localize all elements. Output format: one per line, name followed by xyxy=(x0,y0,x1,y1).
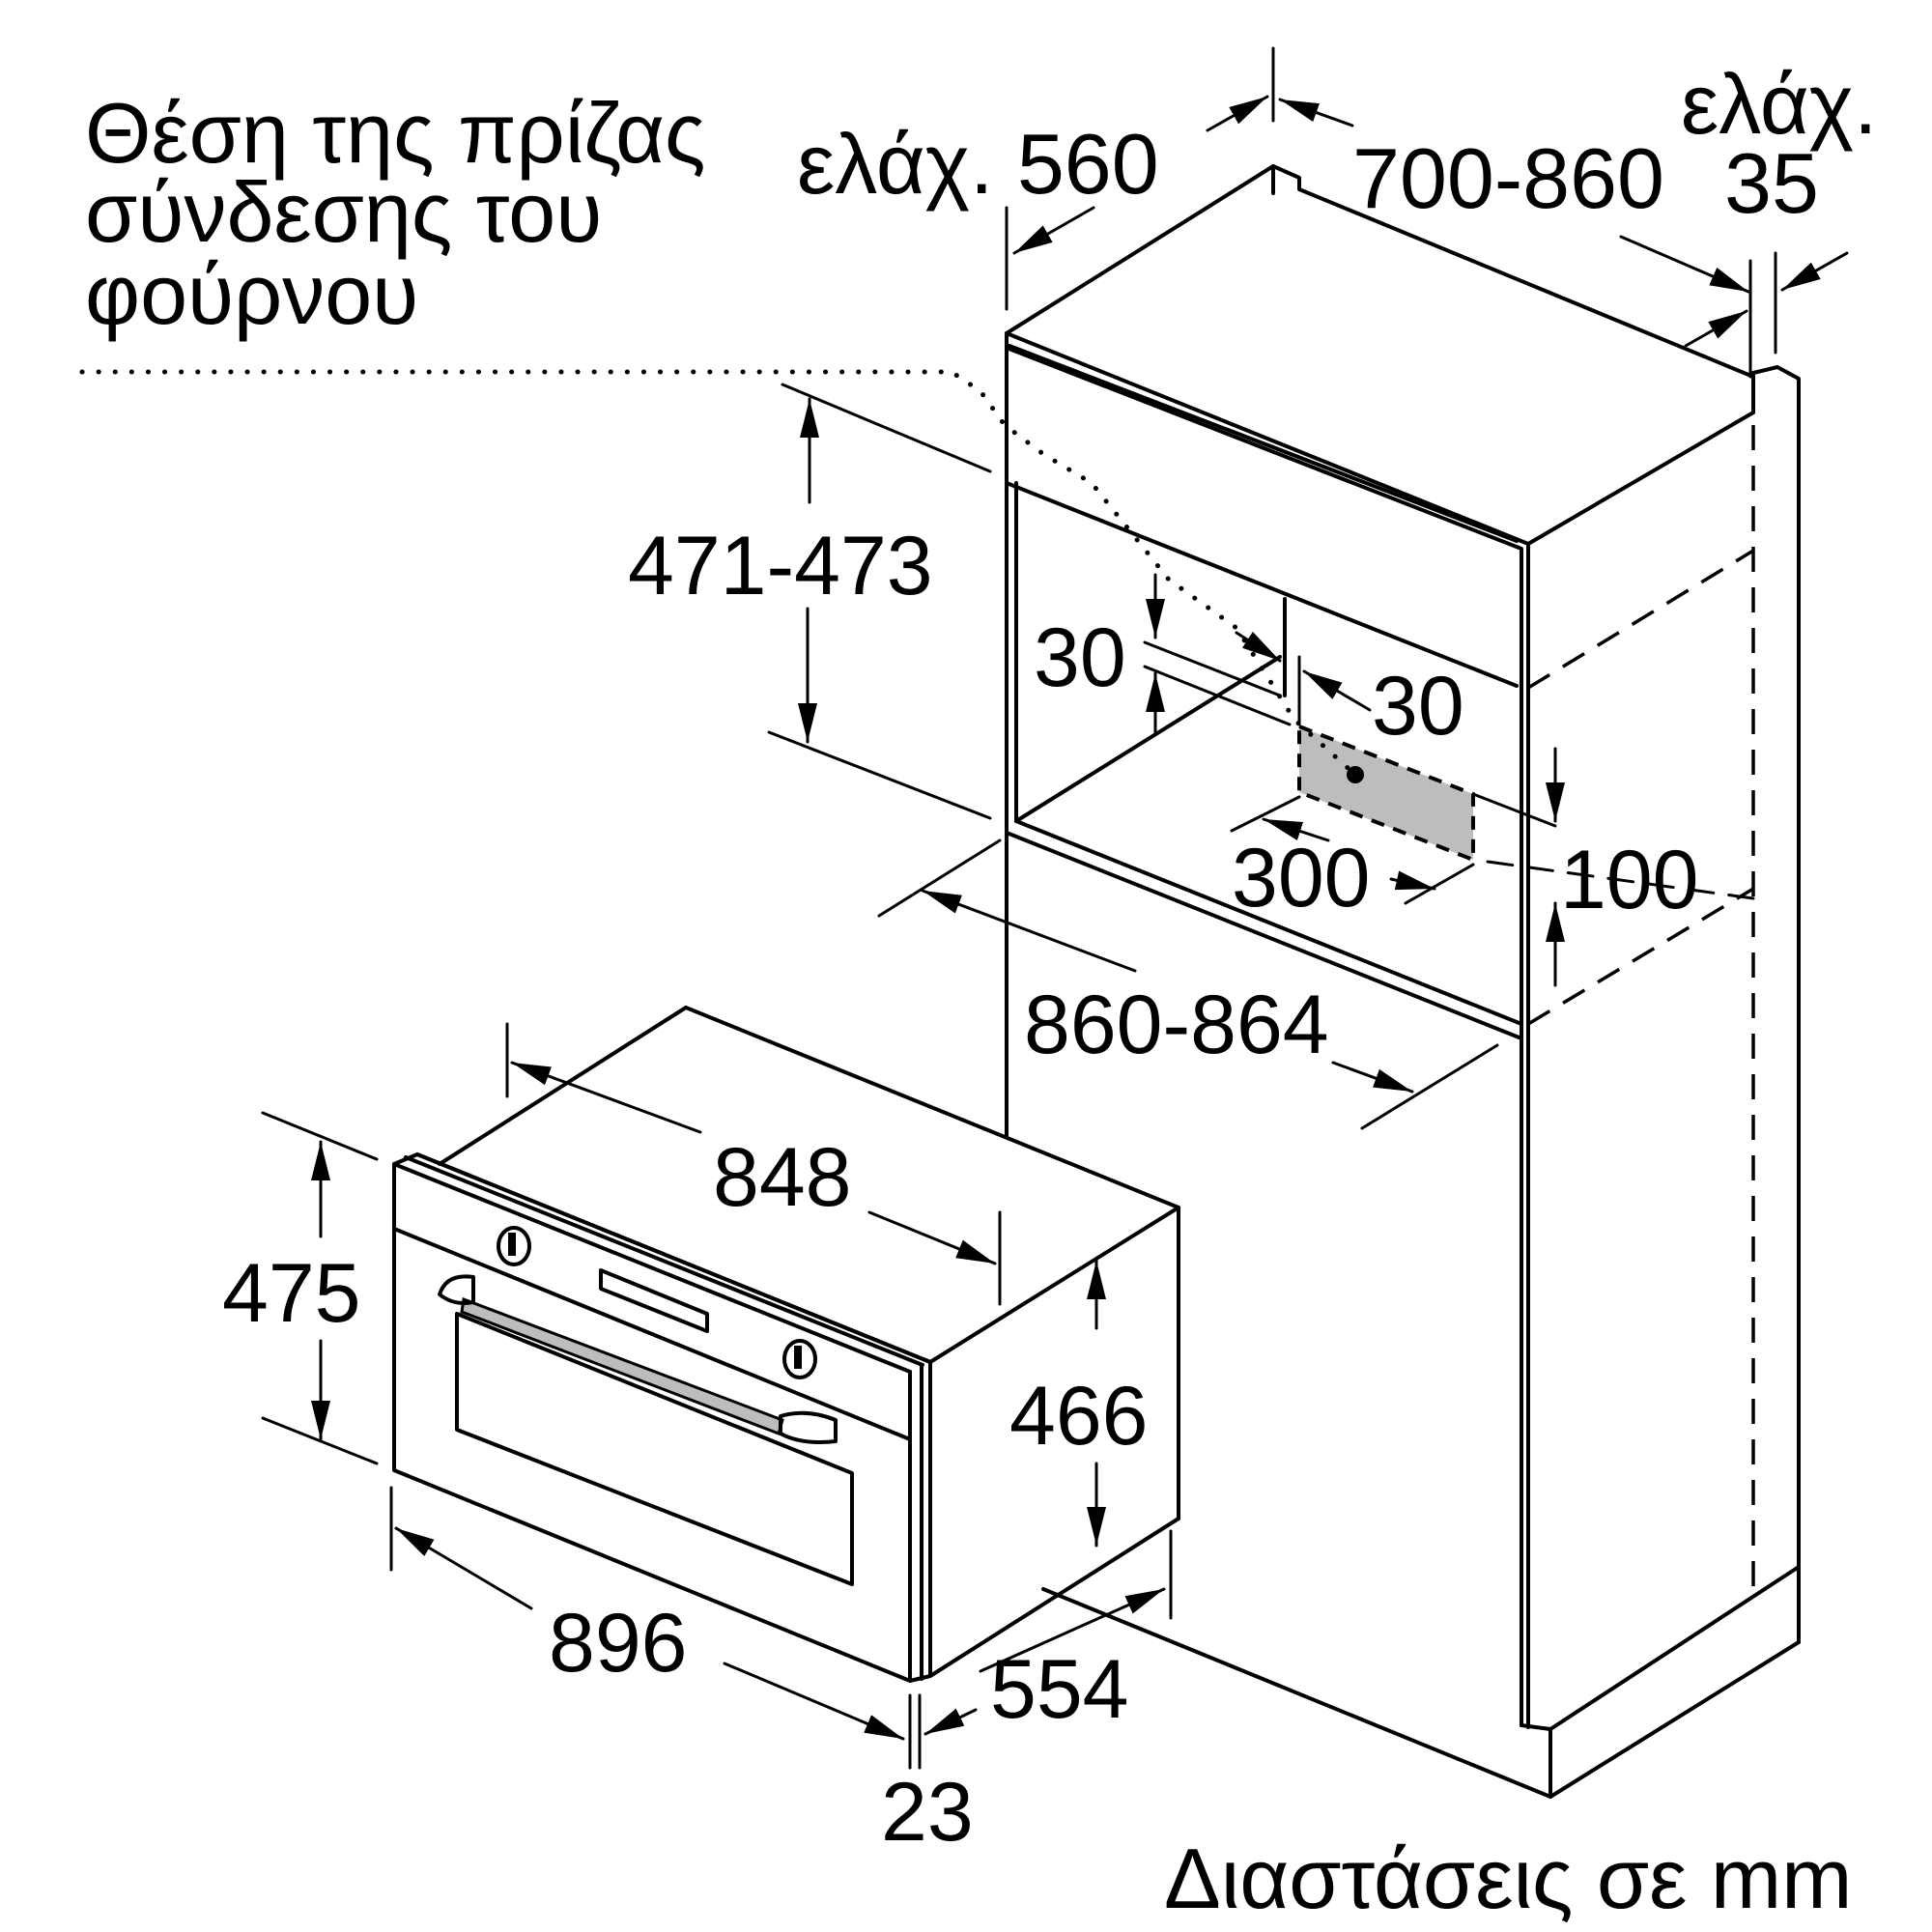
oven-rear-width-label: 848 xyxy=(713,1131,852,1224)
min-depth-label: ελάχ. 560 xyxy=(797,116,1159,212)
socket-height-label: 100 xyxy=(1560,834,1699,926)
socket-label-line3: φούρνου xyxy=(85,246,418,342)
panel-thickness-label: 23 xyxy=(881,1766,974,1859)
cabinet-hidden-edges xyxy=(1527,425,1755,1594)
oven xyxy=(392,1006,1180,1683)
socket-label-line1: Θέση της πρίζας xyxy=(85,85,705,181)
socket-top-offset-label: 30 xyxy=(1034,611,1126,704)
min-gap-value: 35 xyxy=(1724,135,1819,231)
cabinet-outline xyxy=(1005,164,1801,1799)
socket-label-line2: σύνδεσης του xyxy=(85,164,602,260)
niche-width-label: 860-864 xyxy=(1024,979,1329,1071)
knob-left xyxy=(497,1226,531,1266)
oven-front-width-label: 896 xyxy=(549,1597,688,1690)
socket-side-offset-label: 30 xyxy=(1372,660,1464,753)
dimension-lines xyxy=(261,46,1849,1770)
knob-right xyxy=(782,1339,817,1379)
units-note: Διαστάσεις σε mm xyxy=(1164,1831,1852,1926)
socket-area xyxy=(1297,724,1475,863)
socket-width-label: 300 xyxy=(1232,832,1371,924)
socket-point xyxy=(1347,766,1364,783)
oven-depth-label: 554 xyxy=(990,1643,1129,1736)
min-gap-label-top: ελάχ. xyxy=(1681,56,1877,152)
cabinet-depth-label: 700-860 xyxy=(1352,130,1664,226)
oven-front-height-label: 475 xyxy=(222,1247,361,1340)
oven-body-height-label: 466 xyxy=(1009,1370,1149,1463)
niche-height-label: 471-473 xyxy=(628,520,933,612)
labels: Θέση της πρίζας σύνδεσης του φούρνου ελά… xyxy=(85,56,1877,1926)
socket-leader-line xyxy=(79,369,1358,778)
